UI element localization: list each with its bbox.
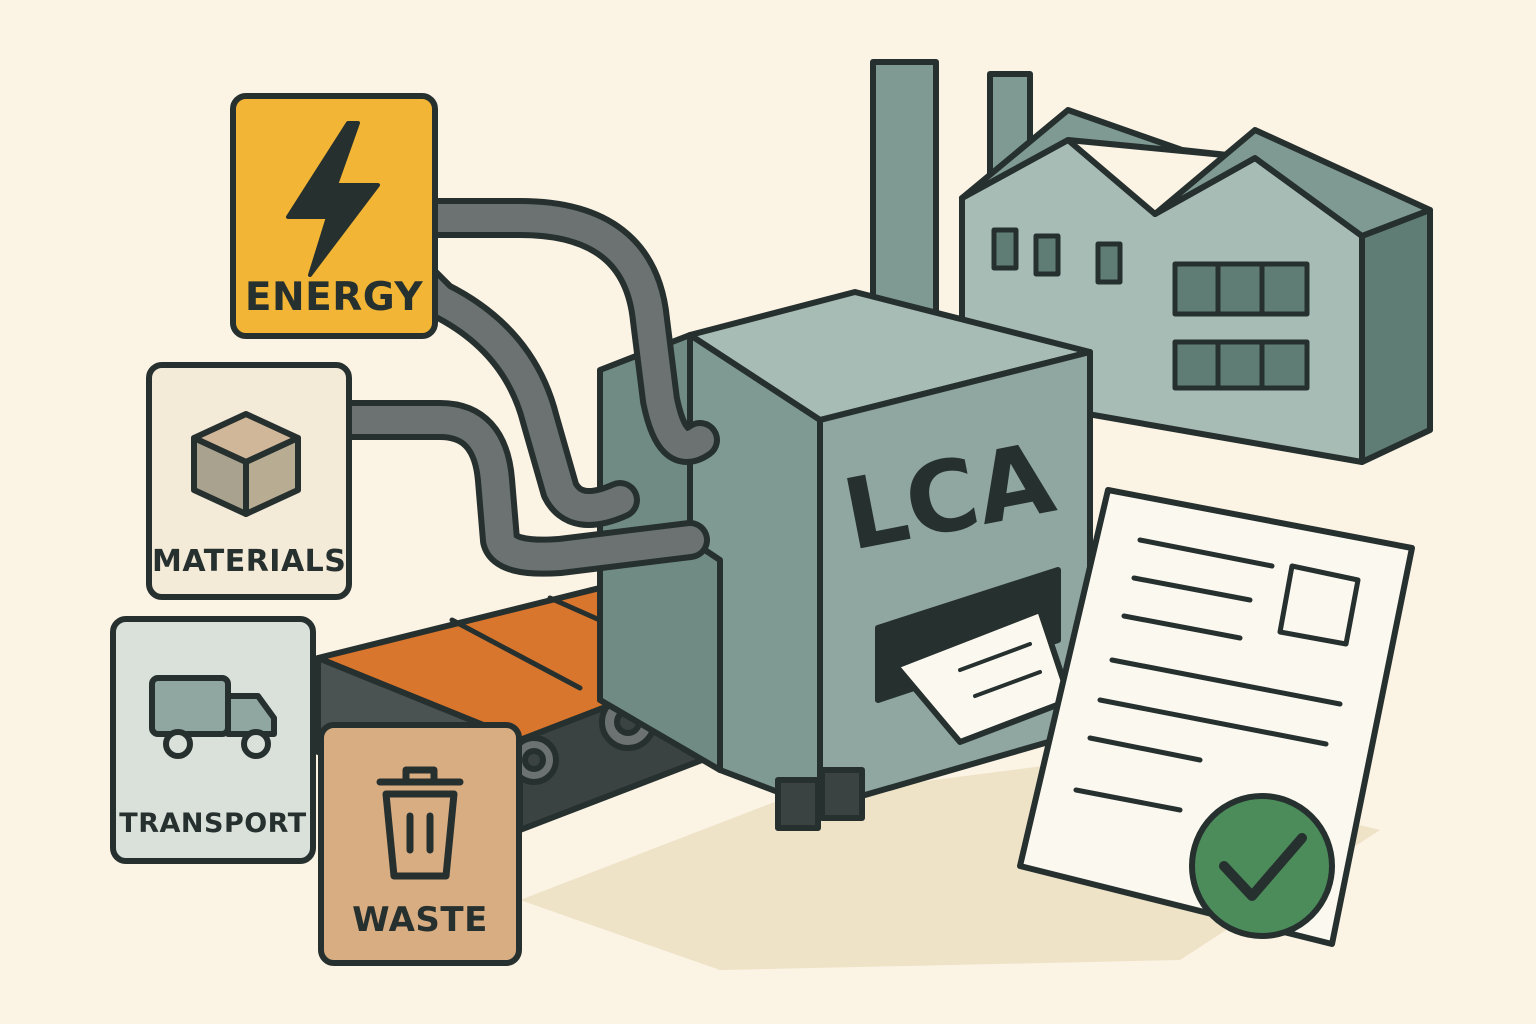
input-pipes [332,198,720,577]
factory-window-band [1172,339,1310,391]
truck-icon [149,675,277,759]
report-line [1109,657,1343,707]
paper-line [958,642,1032,672]
trash-can-icon [376,766,464,880]
check-mark [1219,833,1307,901]
report-line [1073,787,1183,813]
factory-window-band [1172,261,1310,317]
machine-foot [775,777,821,831]
report-line [1137,537,1275,569]
lightning-bolt-icon [286,121,380,277]
report-line [1121,613,1243,641]
box-icon [191,411,301,517]
transport-label: TRANSPORT [119,808,307,839]
materials-label: MATERIALS [152,544,347,579]
lca-report-document [1017,487,1415,947]
waste-label: WASTE [352,900,488,940]
factory-window [991,227,1019,271]
roller-hub [522,748,546,772]
materials-input-tile: MATERIALS [146,362,352,600]
chimney-left [870,59,939,325]
factory-roof [959,107,1258,201]
machine-foot [819,767,865,821]
factory-window [1033,233,1061,277]
factory-window [1095,241,1123,285]
transport-input-tile: TRANSPORT [110,616,316,864]
paper-line [973,670,1042,698]
report-line [1097,697,1329,747]
belt-segment-line [449,617,583,691]
report-line [1087,735,1203,763]
energy-input-tile: ENERGY [230,93,438,339]
report-image-box [1277,563,1361,647]
waste-input-tile: WASTE [318,722,522,966]
report-line [1131,575,1253,603]
factory-side-wall [1359,207,1433,465]
energy-label: ENERGY [244,275,424,320]
check-circle-icon [1189,793,1335,939]
